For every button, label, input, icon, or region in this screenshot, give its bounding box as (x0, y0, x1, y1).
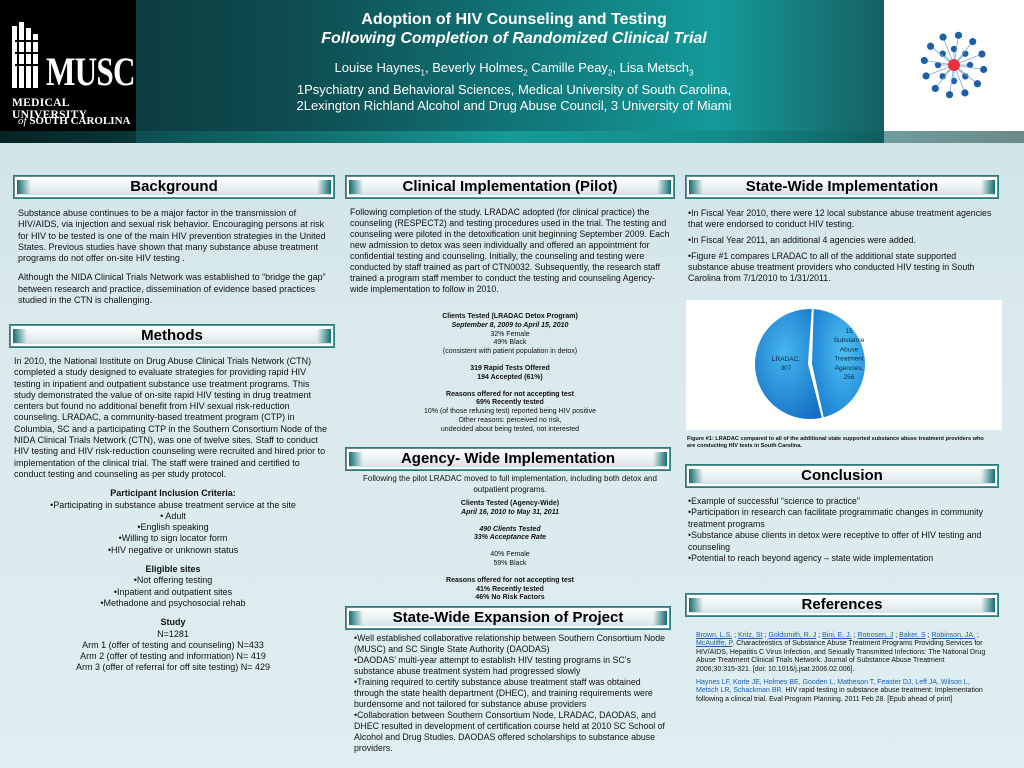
ref-author-link[interactable]: Rotrosen, J (857, 632, 894, 639)
conclusion-heading: Conclusion (686, 465, 998, 487)
pie-slice-agencies (812, 309, 865, 418)
logo-south-carolina: of SOUTH CAROLINA (18, 115, 131, 127)
background-paragraph-1: Substance abuse continues to be a major … (18, 208, 326, 264)
methods-heading: Methods (10, 325, 334, 347)
network-node (926, 42, 935, 50)
pie-slice-lradac (755, 309, 822, 419)
methods-paragraph: In 2010, the National Institute on Drug … (14, 356, 328, 479)
figure-caption: Figure #1: LRADAC compared to all of the… (687, 436, 984, 449)
references-heading: References (686, 594, 998, 616)
agency-stats: Clients Tested (Agency-Wide) April 16, 2… (446, 500, 574, 602)
expansion-item: •Training required to certify substance … (354, 677, 653, 709)
network-node (980, 65, 988, 74)
network-node (950, 77, 958, 85)
statewide-heading: State-Wide Implementation (686, 176, 998, 198)
musc-building-icon (12, 22, 39, 88)
network-center-node (948, 59, 960, 71)
network-node (950, 45, 958, 53)
poster-header: MUSC MEDICAL UNIVERSITY of SOUTH CAROLIN… (0, 0, 1024, 143)
affiliation-line2: 2Lexington Richland Alcohol and Drug Abu… (296, 97, 732, 113)
network-node (966, 61, 974, 69)
conclusion-item: •Substance abuse clients in detox were r… (688, 530, 982, 552)
expansion-heading: State-Wide Expansion of Project (346, 607, 670, 629)
ref2-authors: Haynes LF, Korte JE, Holmes BE, Gooden L… (696, 679, 970, 695)
conclusion-item: •Participation in research can facilitat… (688, 507, 983, 529)
musc-logo: MUSC MEDICAL UNIVERSITY of SOUTH CAROLIN… (0, 0, 136, 143)
eligible-sites: Eligible sites •Not offering testing •In… (100, 564, 246, 608)
ref-author-link[interactable]: Goldsmith, R. J (768, 632, 817, 639)
authors-line: Louise Haynes1, Beverly Holmes2 Camille … (334, 60, 694, 78)
network-node (945, 91, 954, 99)
title-block: Adoption of HIV Counseling and Testing F… (150, 10, 878, 114)
ref-author-link[interactable]: Robinson, JA. (931, 632, 976, 639)
agency-intro: Following the pilot LRADAC moved to full… (363, 474, 657, 494)
network-node (931, 84, 939, 93)
network-node (939, 50, 946, 57)
network-node (939, 73, 946, 80)
network-node (920, 56, 928, 65)
network-nodes-icon (920, 31, 988, 99)
expansion-body: •Well established collaborative relation… (354, 633, 672, 754)
ref1-citation: Characteristics of Substance Abuse Treat… (696, 640, 986, 673)
network-logo (884, 0, 1024, 143)
network-node (969, 37, 977, 46)
network-node (978, 50, 986, 58)
background-body: Substance abuse continues to be a major … (18, 208, 330, 306)
pie-label-lradac: LRADAC,307 (772, 356, 800, 372)
statewide-item: •In Fiscal Year 2011, an additional 4 ag… (688, 235, 916, 245)
expansion-item: •Well established collaborative relation… (354, 633, 665, 654)
background-paragraph-2: Although the NIDA Clinical Trials Networ… (18, 272, 326, 306)
logo-medical-university: MEDICAL UNIVERSITY (12, 97, 88, 121)
conclusion-item: •Example of successful “science to pract… (688, 496, 860, 506)
ref-author-link[interactable]: Brown, L.S. (696, 632, 733, 639)
network-node (961, 89, 969, 97)
inclusion-criteria: Participant Inclusion Criteria: •Partici… (50, 488, 296, 555)
statewide-item: •Figure #1 compares LRADAC to all of the… (688, 251, 975, 283)
expansion-item: •Collaboration between Southern Consorti… (354, 710, 665, 753)
poster-title-line2: Following Completion of Randomized Clini… (321, 30, 707, 47)
statewide-item: •In Fiscal Year 2010, there were 12 loca… (688, 208, 992, 229)
network-node (973, 80, 982, 88)
network-node (954, 31, 963, 39)
statewide-body: •In Fiscal Year 2010, there were 12 loca… (688, 208, 994, 284)
agency-heading: Agency- Wide Implementation (346, 448, 670, 470)
ref2-citation: HIV rapid testing in substance abuse tre… (696, 687, 983, 703)
clinical-stats: Clients Tested (LRADAC Detox Program) Se… (424, 313, 596, 433)
network-node (922, 72, 930, 80)
background-heading: Background (14, 176, 334, 198)
methods-body: In 2010, the National Institute on Drug … (14, 356, 332, 674)
clinical-body: Following completion of the study. LRADA… (350, 207, 672, 295)
network-node (934, 61, 942, 69)
ref-author-link[interactable]: Baker, S (899, 632, 926, 639)
ref-author-link[interactable]: McAuliffe, P (696, 640, 733, 648)
conclusion-item: •Potential to reach beyond agency – stat… (688, 553, 934, 564)
expansion-item: •DAODAS’ multi-year attempt to establish… (354, 655, 631, 676)
reference-1: Brown, L.S. ; Kritz, St ; Goldsmith, R. … (696, 632, 986, 673)
ref-author-link[interactable]: Bini, E. J. (822, 632, 852, 639)
poster-title-line1: Adoption of HIV Counseling and Testing (361, 11, 667, 28)
logo-musc-text: MUSC (46, 49, 136, 94)
clinical-paragraph: Following completion of the study. LRADA… (350, 207, 670, 294)
network-node (962, 73, 969, 80)
reference-2: Haynes LF, Korte JE, Holmes BE, Gooden L… (696, 679, 986, 704)
network-node (962, 50, 969, 57)
clinical-heading: Clinical Implementation (Pilot) (346, 176, 674, 198)
affiliation-line1: 1Psychiatry and Behavioral Sciences, Med… (296, 81, 732, 97)
ref-author-link[interactable]: Kritz, St (738, 632, 763, 639)
network-node (939, 33, 947, 41)
study-arms: Study N=1281 Arm 1 (offer of testing and… (75, 617, 270, 673)
conclusion-body: •Example of successful “science to pract… (688, 496, 988, 564)
